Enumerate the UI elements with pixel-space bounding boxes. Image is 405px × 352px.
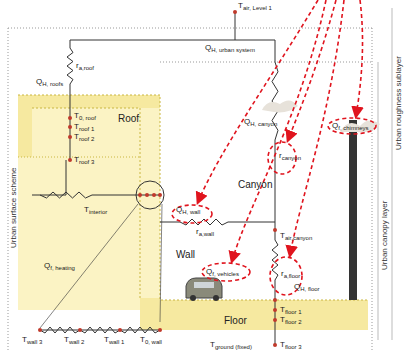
temperature-label: Tground (fixed)	[210, 341, 252, 350]
resistor-symbol	[67, 48, 73, 84]
temperature-label: Troof 2	[74, 133, 94, 142]
axis-label: Urban roughness sublayer	[395, 56, 403, 150]
resistance-label: ra,wall	[196, 228, 214, 237]
temperature-label: Tfloor 2	[280, 316, 302, 325]
flux-label: QH, roofs	[36, 78, 63, 87]
temperature-label: T0, roof	[74, 112, 96, 121]
temperature-label: Tinterior	[84, 206, 107, 215]
resistor-symbol	[40, 327, 80, 333]
flux-label: QH, floor	[294, 283, 320, 292]
temperature-label: Tair, Level 1	[238, 2, 272, 11]
temperature-label: Tfloor 3	[280, 341, 302, 350]
flux-label: QH, wall	[176, 206, 200, 215]
resistor-symbol	[40, 192, 92, 198]
axis-label: Urban surface scheme	[10, 168, 18, 248]
region-name: Wall	[176, 250, 195, 260]
axis-label: Urban canopy layer	[381, 201, 389, 270]
temperature-label: Twall 1	[104, 336, 124, 345]
flux-label: Qf, chimneys	[332, 122, 369, 131]
flux-label: QH, canyon	[244, 118, 277, 127]
resistance-label: ra,floor	[281, 270, 300, 279]
temperature-label: Tfloor 1	[280, 306, 302, 315]
flux-label: Qf, vehicles	[206, 268, 239, 277]
flux-label: Qf, heating	[44, 262, 75, 271]
region-name: Floor	[224, 316, 247, 326]
temperature-label: Tair,canyon	[280, 232, 312, 241]
temperature-label: Twall 3	[22, 336, 42, 345]
temperature-label: Troof 1	[74, 123, 94, 132]
resistance-label: ra,roof	[76, 62, 94, 71]
flux-label: QH, urban system	[205, 44, 255, 53]
region-name: Roof	[118, 114, 139, 124]
temperature-label: Twall 2	[64, 336, 84, 345]
resistor-symbol	[80, 327, 120, 333]
region-name: Canyon	[238, 180, 272, 190]
temperature-label: Troof 3	[74, 156, 94, 165]
resistance-label: rcanyon	[279, 152, 301, 161]
temperature-label: T0, wall	[140, 336, 162, 345]
resistor-symbol	[120, 327, 160, 333]
